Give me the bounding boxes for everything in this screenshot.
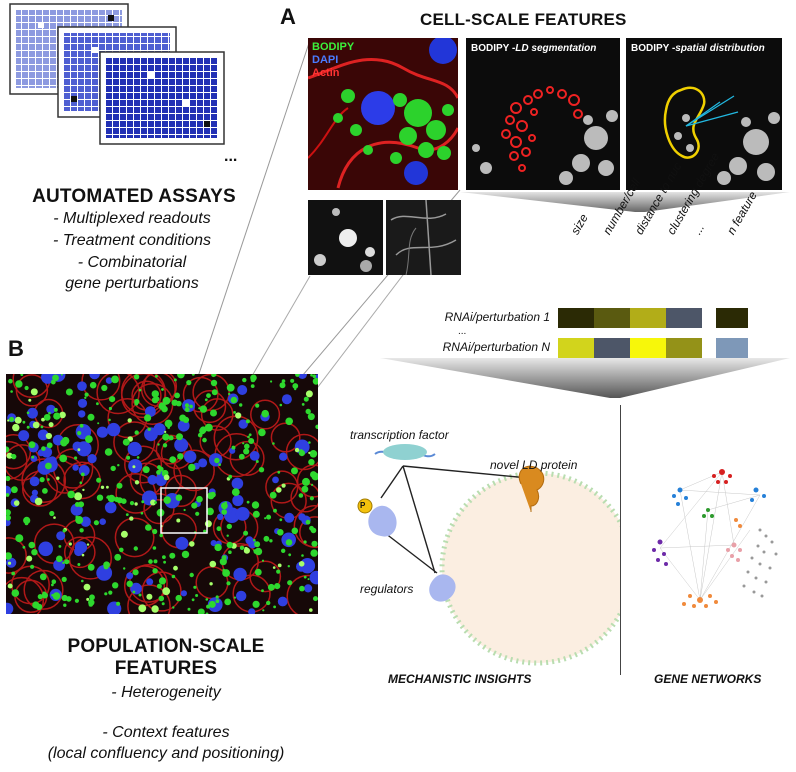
feature-row-ellipsis: ... bbox=[458, 326, 467, 337]
assays-line-3: - Combinatorial bbox=[77, 254, 187, 271]
segmentation-label-plain: BODIPY bbox=[471, 43, 512, 54]
population-context-1: - Context features bbox=[102, 724, 230, 741]
feature-cell bbox=[594, 338, 630, 358]
plates-ellipsis: ... bbox=[224, 148, 238, 165]
population-context-2: (local confluency and positioning) bbox=[47, 745, 285, 762]
tile-bodipy-gray bbox=[308, 200, 383, 275]
feature-row-label: RNAi/perturbation 1 bbox=[444, 310, 550, 324]
assays-line-2: - Treatment conditions bbox=[53, 232, 211, 249]
feature-cell bbox=[716, 338, 748, 358]
micrograph-segmentation: BODIPY -LD segmentation bbox=[466, 38, 620, 190]
phosphate-badge: P bbox=[360, 501, 366, 510]
funnel-shadow-top bbox=[460, 192, 790, 212]
regulator-protein-2-icon bbox=[429, 574, 456, 602]
micrograph-spatial: BODIPY -spatial distribution bbox=[626, 38, 782, 190]
feature-cell bbox=[558, 308, 594, 328]
population-title: POPULATION-SCALE FEATURES bbox=[67, 636, 265, 679]
gene-networks-caption: GENE NETWORKS bbox=[654, 672, 762, 686]
plate-3 bbox=[99, 51, 225, 145]
regulator-protein-icon bbox=[368, 505, 397, 537]
micrograph-merged: BODIPY DAPI Actin bbox=[308, 38, 458, 190]
assays-line-1: - Multiplexed readouts bbox=[53, 210, 211, 227]
population-heterogeneity: - Heterogeneity bbox=[111, 684, 221, 701]
funnel-shadow-bottom bbox=[380, 358, 790, 398]
mechanistic-diagram bbox=[357, 444, 620, 666]
feature-cell bbox=[630, 308, 666, 328]
spatial-label-plain: BODIPY bbox=[631, 43, 672, 54]
channel-label-dapi: DAPI bbox=[312, 54, 338, 66]
panel-b-letter: B bbox=[8, 336, 24, 361]
svg-text:BODIPY -spatial distribution: BODIPY -spatial distribution bbox=[631, 43, 765, 54]
channel-label-actin: Actin bbox=[312, 67, 340, 79]
phosphate-icon bbox=[357, 498, 373, 514]
assays-title: AUTOMATED ASSAYS bbox=[32, 186, 236, 207]
mechanistic-caption: MECHANISTIC INSIGHTS bbox=[388, 672, 532, 686]
label-novel-ld-protein: novel LD protein bbox=[490, 458, 578, 472]
feature-cell bbox=[716, 308, 748, 328]
gene-network bbox=[652, 469, 778, 608]
channel-label-bodipy: BODIPY bbox=[312, 41, 355, 53]
feature-cell bbox=[558, 338, 594, 358]
feature-cell bbox=[594, 308, 630, 328]
ld-protein-icon bbox=[518, 465, 545, 512]
tile-actin-gray bbox=[386, 200, 461, 275]
svg-text:BODIPY -LD segmentation: BODIPY -LD segmentation bbox=[471, 43, 596, 54]
assays-line-4: gene perturbations bbox=[65, 275, 199, 292]
feature-row-label: RNAi/perturbation N bbox=[442, 340, 550, 354]
feature-cell bbox=[666, 338, 702, 358]
feature-cell bbox=[630, 338, 666, 358]
population-micrograph bbox=[6, 374, 318, 614]
section-divider bbox=[620, 405, 621, 675]
transcription-factor-icon bbox=[374, 444, 436, 460]
assay-plates bbox=[9, 3, 225, 145]
panel-a-title: CELL-SCALE FEATURES bbox=[420, 10, 627, 29]
feature-column-header: ... bbox=[690, 221, 708, 237]
spatial-label-italic: -spatial distribution bbox=[672, 43, 765, 54]
feature-cell bbox=[666, 308, 702, 328]
zoom-inset-box bbox=[160, 487, 208, 534]
label-transcription-factor: transcription factor bbox=[350, 428, 449, 442]
label-regulators: regulators bbox=[360, 582, 414, 596]
panel-a-letter: A bbox=[280, 4, 296, 29]
segmentation-label-italic: -LD segmentation bbox=[512, 43, 596, 54]
